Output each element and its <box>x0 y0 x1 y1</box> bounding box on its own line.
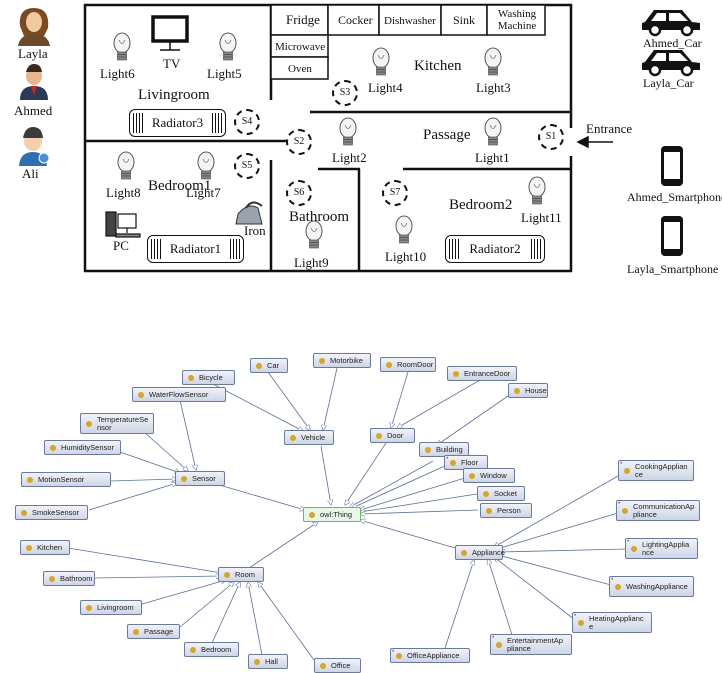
roomdoor-node[interactable]: RoomDoor <box>380 357 436 372</box>
sensor-s3: S3 <box>332 80 358 106</box>
radiator1: Radiator1 <box>147 235 244 263</box>
bedroom-node[interactable]: Bedroom <box>184 642 239 657</box>
window-node[interactable]: Window <box>463 468 515 483</box>
livingroom-node[interactable]: Livingroom <box>80 600 142 615</box>
light11-label: Light11 <box>521 210 562 225</box>
vehicle-node[interactable]: Vehicle <box>284 430 334 445</box>
ahmed-smartphone-icon <box>661 146 683 186</box>
cookingappliance-node[interactable]: *CookingAppliance <box>618 460 694 481</box>
light2-label: Light2 <box>332 150 367 165</box>
light6-label: Light6 <box>100 66 135 81</box>
light5-label: Light5 <box>207 66 242 81</box>
sensor-s2: S2 <box>286 129 312 155</box>
light9-label: Light9 <box>294 255 329 270</box>
washingappliance-node[interactable]: *WashingAppliance <box>609 576 694 597</box>
light1-label: Light1 <box>475 150 510 165</box>
office-node[interactable]: Office <box>314 658 361 673</box>
sensor-s5: S5 <box>234 153 260 179</box>
appliance-node[interactable]: Appliance <box>455 545 505 560</box>
house-node[interactable]: House <box>508 383 548 398</box>
socket-node[interactable]: Socket <box>477 486 525 501</box>
layla-car-icon <box>642 50 700 77</box>
door-node[interactable]: Door <box>370 428 415 443</box>
entertainmentappliance-node[interactable]: *EntertainmentAppliance <box>490 634 572 655</box>
smokesensor-node[interactable]: SmokeSensor <box>15 505 88 520</box>
tv-label: TV <box>163 56 181 71</box>
oven-label: Oven <box>288 63 312 75</box>
sink-label: Sink <box>453 13 476 27</box>
passage-node[interactable]: Passage <box>127 624 180 639</box>
layla-avatar-icon <box>18 8 50 46</box>
sensor-s4: S4 <box>234 109 260 135</box>
microwave-label: Microwave <box>275 41 326 53</box>
bedroom1-label: Bedroom1 <box>148 178 212 194</box>
layla-car-label: Layla_Car <box>643 76 694 90</box>
lightingappliance-node[interactable]: *LightingAppliance <box>625 538 698 559</box>
bathroom-label: Bathroom <box>289 209 349 225</box>
ahmed-car-label: Ahmed_Car <box>643 36 702 50</box>
dishwasher-label: Dishwasher <box>384 15 436 27</box>
radiator3: Radiator3 <box>129 109 226 137</box>
radiator2: Radiator2 <box>445 235 545 263</box>
motionsensor-node[interactable]: MotionSensor <box>21 472 111 487</box>
layla-smartphone-icon <box>661 216 683 256</box>
iron-label: Iron <box>244 223 266 238</box>
ahmed-smartphone-label: Ahmed_Smartphone <box>627 190 722 204</box>
person-ahmed-label: Ahmed <box>14 103 53 118</box>
person-layla-label: Layla <box>18 46 48 61</box>
ahmed-avatar-icon <box>20 64 48 100</box>
entrance-label: Entrance <box>586 121 633 136</box>
sensor-node[interactable]: Sensor <box>175 471 225 486</box>
livingroom-label: Livingroom <box>138 87 210 103</box>
cocker-label: Cocker <box>338 13 373 27</box>
heatingappliance-node[interactable]: *HeatingAppliance <box>572 612 652 633</box>
person-ali-label: Ali <box>22 166 39 181</box>
motorbike-node[interactable]: Motorbike <box>313 353 371 368</box>
sensor-s6: S6 <box>286 180 312 206</box>
floor-node[interactable]: *Floor <box>444 455 488 470</box>
sensor-s1: S1 <box>538 124 564 150</box>
bathroom-node[interactable]: Bathroom <box>43 571 95 586</box>
light10-label: Light10 <box>385 249 427 264</box>
communicationappliance-node[interactable]: *CommunicationAppliance <box>616 500 700 521</box>
ali-avatar-icon <box>19 127 50 166</box>
hall-node[interactable]: Hall <box>248 654 288 669</box>
pc-label: PC <box>113 238 129 253</box>
light4-label: Light4 <box>368 80 403 95</box>
ahmed-car-icon <box>642 10 700 37</box>
officeappliance-node[interactable]: *OfficeAppliance <box>390 648 470 663</box>
owl-thing-node[interactable]: owl:Thing <box>303 507 361 522</box>
light3-label: Light3 <box>476 80 511 95</box>
light7-label: Light7 <box>186 185 221 200</box>
sensor-s7: S7 <box>382 180 408 206</box>
entrancedoor-node[interactable]: EntranceDoor <box>447 366 517 381</box>
waterflowsensor-node[interactable]: WaterFlowSensor <box>132 387 226 402</box>
bedroom2-label: Bedroom2 <box>449 197 513 213</box>
bicycle-node[interactable]: Bicycle <box>182 370 235 385</box>
washing-machine-label: Washing Machine <box>497 8 537 32</box>
temperaturesensor-node[interactable]: TemperatureSensor <box>80 413 154 434</box>
person-node[interactable]: Person <box>480 503 532 518</box>
light8-label: Light8 <box>106 185 141 200</box>
car-node[interactable]: Car <box>250 358 288 373</box>
layla-smartphone-label: Layla_Smartphone <box>627 262 719 276</box>
kitchen-label: Kitchen <box>414 58 462 74</box>
humiditysensor-node[interactable]: HumiditySensor <box>44 440 121 455</box>
fridge-label: Fridge <box>286 12 320 27</box>
kitchen-node[interactable]: Kitchen <box>20 540 70 555</box>
passage-label: Passage <box>423 127 471 143</box>
room-node[interactable]: Room <box>218 567 264 582</box>
